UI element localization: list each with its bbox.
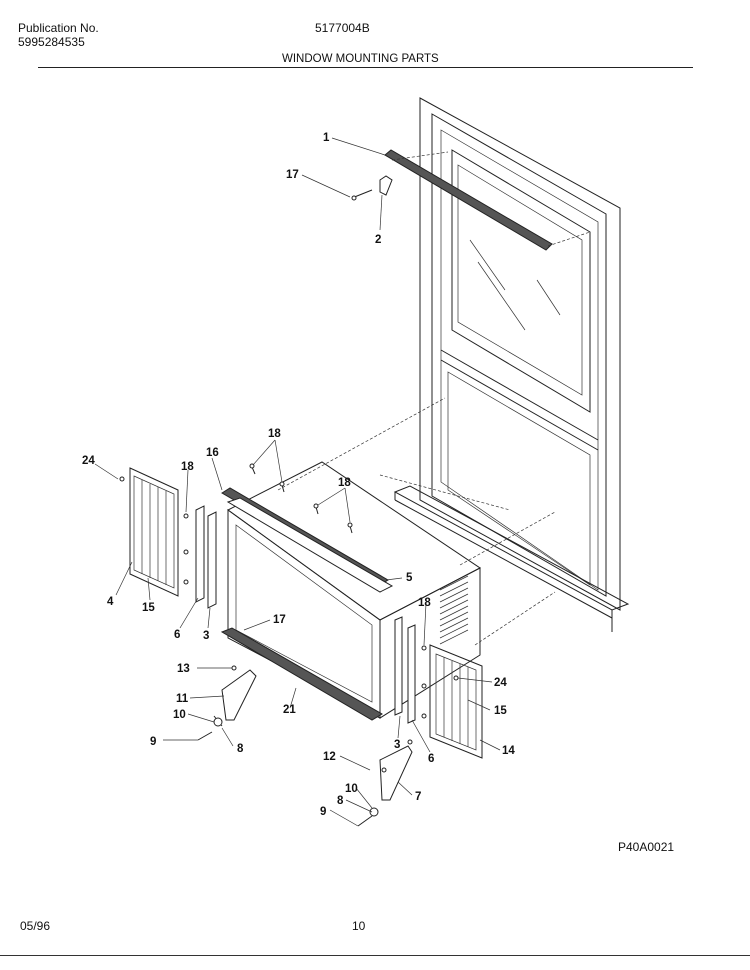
- window-frame: [393, 97, 630, 632]
- callout-24: 24: [82, 455, 95, 467]
- callout-3: 3: [394, 739, 400, 751]
- callout-5: 5: [406, 572, 413, 584]
- callout-18: 18: [418, 597, 431, 609]
- callout-14: 14: [502, 745, 515, 757]
- callout-12: 12: [323, 751, 336, 763]
- callout-6: 6: [428, 753, 434, 765]
- callout-1: 1: [323, 132, 330, 144]
- callout-18: 18: [268, 428, 281, 440]
- callout-10: 10: [173, 709, 186, 721]
- callout-9: 9: [150, 736, 156, 748]
- callout-8: 8: [337, 795, 344, 807]
- revision-date: 05/96: [20, 919, 51, 933]
- publication-number: 5995284535: [18, 35, 85, 49]
- left-support-bracket: [197, 665, 257, 741]
- model-number: 5177004B: [315, 21, 370, 35]
- callout-10: 10: [345, 783, 358, 795]
- callout-3: 3: [203, 630, 209, 642]
- right-gasket: [407, 624, 416, 724]
- callout-13: 13: [177, 663, 190, 675]
- page-number: 10: [352, 919, 366, 933]
- right-seal: [394, 616, 403, 716]
- cabinet-rail: [226, 497, 394, 593]
- left-gasket: [207, 511, 217, 609]
- callout-18: 18: [181, 461, 194, 473]
- callout-8: 8: [237, 743, 244, 755]
- callout-2: 2: [375, 234, 381, 246]
- callout-11: 11: [176, 693, 189, 705]
- callout-17: 17: [286, 169, 299, 181]
- bottom-rail: [220, 627, 383, 721]
- callout-17: 17: [273, 614, 286, 626]
- callout-9: 9: [320, 806, 326, 818]
- screws: [183, 463, 427, 719]
- footer-rule: [0, 955, 750, 956]
- callout-24: 24: [494, 677, 507, 689]
- right-support-bracket: [357, 739, 413, 827]
- left-side-curtain: [119, 467, 179, 597]
- callout-6: 6: [174, 629, 180, 641]
- leader-lines: [94, 137, 501, 827]
- section-title: WINDOW MOUNTING PARTS: [282, 53, 439, 65]
- callout-21: 21: [283, 704, 296, 716]
- callout-7: 7: [415, 791, 421, 803]
- diagram-code: P40A0021: [618, 840, 675, 854]
- right-side-curtain: [429, 644, 483, 759]
- header-rule: [38, 67, 693, 68]
- left-seal: [195, 505, 205, 603]
- cabinet: [227, 461, 481, 719]
- callout-18: 18: [338, 477, 351, 489]
- callout-4: 4: [107, 596, 114, 608]
- callout-15: 15: [494, 705, 507, 717]
- top-rail-part: [351, 149, 553, 251]
- callout-15: 15: [142, 602, 155, 614]
- publication-label: Publication No.: [18, 21, 99, 35]
- callout-16: 16: [206, 447, 219, 459]
